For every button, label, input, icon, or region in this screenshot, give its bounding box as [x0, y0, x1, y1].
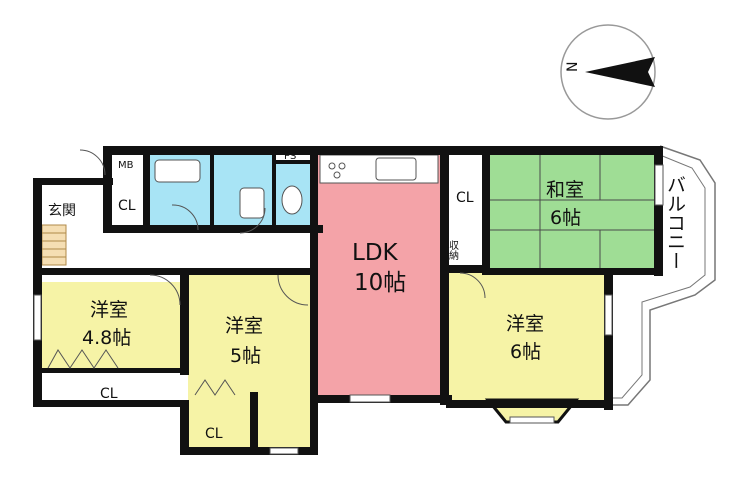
yoshitsu-left-name: 洋室 [90, 299, 128, 321]
washitsu-size: 6帖 [550, 207, 581, 229]
yoshitsu-mid-size: 5帖 [230, 345, 261, 367]
washitsu-room [488, 150, 656, 270]
tatami-lines [488, 150, 656, 270]
compass-needle-icon [585, 57, 655, 87]
compass-north-label: N [565, 62, 581, 72]
cl-genkan-label: CL [118, 198, 136, 214]
cl-washitsu-label: CL [456, 190, 474, 206]
yoshitsu-right-size: 6帖 [510, 341, 541, 363]
door-arcs [79, 149, 486, 306]
genkan-floor [41, 224, 67, 266]
ldk-room [316, 150, 446, 395]
bathtub-icon [154, 159, 201, 183]
ps-label: PS [284, 151, 296, 162]
sink-icon [239, 187, 265, 219]
yoshitsu-left-size: 4.8帖 [82, 327, 131, 349]
windows [33, 164, 664, 455]
yoshitsu-left-room [40, 282, 186, 370]
closet-doors-left [47, 349, 119, 369]
balcony-label: バルコニー [664, 175, 686, 270]
genkan-label: 玄関 [48, 202, 76, 219]
washitsu-name: 和室 [546, 179, 584, 201]
compass: N [560, 24, 656, 120]
mb-label: MB [118, 160, 134, 171]
balcony: バルコニー [612, 145, 716, 406]
yoshitsu-right-room [448, 272, 610, 400]
yoshitsu-right-name: 洋室 [506, 313, 544, 335]
cl-mid-label: CL [205, 426, 223, 442]
toilet-icon [281, 185, 303, 215]
ldk-name: LDK [352, 240, 399, 266]
kitchen-counter [319, 154, 439, 184]
ldk-size: 10帖 [354, 270, 406, 296]
cl-left-label: CL [100, 386, 118, 402]
yoshitsu-mid-name: 洋室 [225, 315, 263, 337]
closet-doors-mid [194, 379, 236, 396]
storage-label: 収納 [447, 240, 459, 261]
